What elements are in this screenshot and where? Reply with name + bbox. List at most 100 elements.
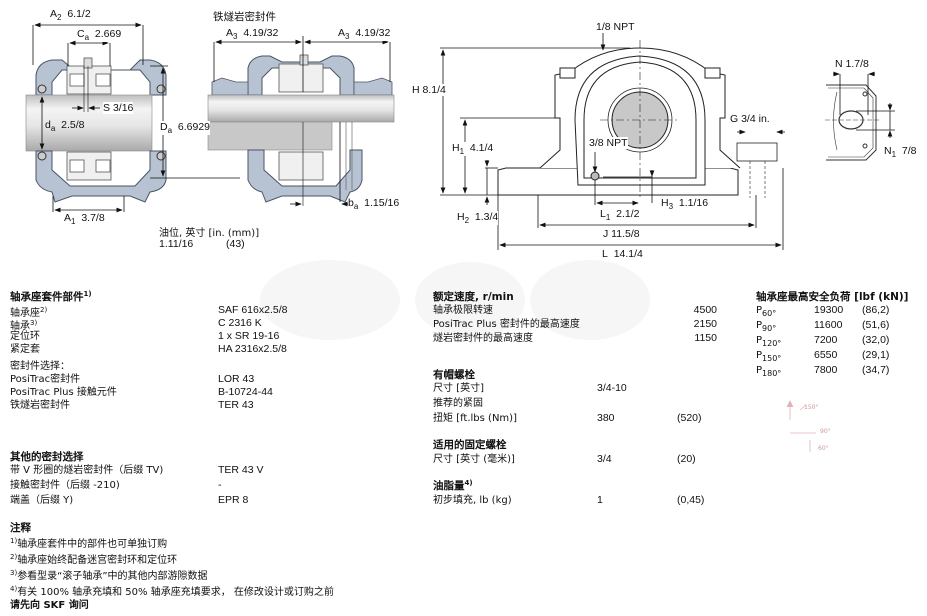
footnote-ref: 1)	[83, 290, 92, 298]
dim-da-outer: Da 6.6929	[160, 121, 211, 135]
dim-value: 8.1/4	[422, 84, 446, 96]
dim-da: da 2.5/8	[45, 119, 85, 133]
note-text: 有关 100% 轴承充填和 50% 轴承座充填要求， 在修改设计或订购之前	[17, 587, 334, 598]
seal-title: 密封件选择：	[10, 361, 70, 372]
dim-symbol: L	[602, 248, 608, 260]
load-symbol: P	[756, 365, 763, 376]
dim-symbol: b	[348, 197, 354, 209]
note-footer: 请先向 SKF 询问	[10, 600, 89, 611]
footnote-ref: 4)	[10, 585, 18, 593]
kit-components-title: 轴承座套件部件1)	[10, 289, 92, 304]
dim-sub: 3	[668, 202, 674, 211]
grease-value: 1	[597, 494, 603, 506]
npt-top-label: 1/8 NPT	[596, 21, 635, 33]
dim-ca: Ca 2.669	[77, 28, 122, 42]
dim-sub: 2	[464, 216, 470, 225]
load-symbol: P	[756, 335, 763, 346]
attachment-bolts-title: 适用的固定螺栓	[433, 439, 507, 451]
note-item: 3)参看型录“滚子轴承”中的其他内部游隙数据	[10, 567, 334, 583]
row-value: TER 43	[218, 399, 254, 411]
dim-ba: ba 1.15/16	[348, 197, 400, 211]
max-load-title: 轴承座最高安全负荷 [lbf (kN)]	[756, 291, 909, 303]
load-symbol: P	[756, 320, 763, 331]
side-detail-drawing	[825, 71, 895, 161]
row-label: 接触密封件（后缀 -210)	[10, 480, 120, 491]
dim-value: 1.7/8	[845, 58, 869, 70]
dim-sub: 2	[57, 13, 62, 22]
dim-h1: H1 4.1/4	[452, 142, 494, 156]
dim-n: N 1.7/8	[835, 58, 869, 70]
load-direction-diagram	[786, 400, 816, 452]
row-value: -	[218, 479, 222, 491]
dim-symbol: H	[661, 197, 669, 209]
other-seals-title: 其他的密封选择	[10, 451, 84, 463]
row-label: 带 V 形圈的燧岩密封件（后缀 TV)	[10, 465, 164, 476]
grease-label: 初步填充, lb (kg)	[433, 495, 512, 506]
torque-label-2: 扭矩 [ft.lbs (Nm)]	[433, 413, 517, 424]
dim-value: 2.5/8	[61, 119, 85, 131]
row-value: LOR 43	[218, 373, 255, 385]
footnote-ref: 3)	[30, 319, 38, 327]
cap-bolt-size-value: 3/4-10	[597, 382, 627, 394]
load-row: P120° 7200 (32,0)	[756, 334, 926, 349]
load-value: 7800	[814, 364, 838, 376]
dim-h: H 8.1/4	[412, 84, 446, 96]
dim-a3-right: A3 4.19/32	[338, 27, 391, 41]
housing-bottom-left	[35, 150, 167, 203]
row-value: TER 43 V	[218, 464, 264, 476]
oil-level-mm: (43)	[226, 238, 245, 250]
dim-sub: 3	[345, 32, 350, 41]
speed-row: 轴承极限转速 4500	[433, 304, 717, 318]
note-item: 4)有关 100% 轴承充填和 50% 轴承座充填要求， 在修改设计或订购之前	[10, 583, 334, 599]
dim-sub: 1	[459, 147, 465, 156]
watermark	[260, 260, 650, 340]
dim-symbol: A	[226, 27, 234, 39]
load-metric: (29,1)	[862, 349, 890, 361]
load-angle: 180°	[762, 369, 782, 378]
row-value: B-10724-44	[218, 386, 273, 398]
dim-value: 4.1/4	[469, 142, 494, 154]
load-row: P90° 11600 (51,6)	[756, 319, 926, 334]
dim-value: 14.1/4	[613, 248, 643, 260]
dim-value: 3.7/8	[81, 212, 105, 224]
row-label: 端盖（后缀 Y)	[10, 495, 74, 506]
dim-value: 6.1/2	[67, 8, 91, 20]
row-label: 轴承	[10, 321, 30, 332]
dim-a2: A2 6.1/2	[50, 8, 91, 22]
npt-bottom-label: 3/8 NPT	[589, 137, 628, 149]
row-value: 4500	[693, 304, 717, 316]
dim-symbol: d	[45, 119, 51, 131]
note-text: 轴承座套件中的部件也可单独订购	[17, 539, 168, 550]
load-symbol: P	[756, 305, 763, 316]
load-row: P180° 7800 (34,7)	[756, 364, 926, 379]
footnote-ref: 3)	[10, 569, 18, 577]
footnote-ref: 1)	[10, 537, 18, 545]
dim-value: 1.3/4	[474, 211, 499, 223]
dim-symbol: A	[64, 212, 72, 224]
dim-symbol: G	[730, 113, 739, 125]
attachment-size-label: 尺寸 [英寸 (毫米)]	[433, 454, 515, 465]
rated-speed-title: 额定速度, r/min	[433, 291, 514, 303]
dim-sub: 3	[233, 32, 238, 41]
dim-symbol: H	[412, 84, 420, 96]
seal-row: PosiTrac Plus 接触元件 B-10724-44	[10, 386, 310, 399]
row-value: SAF 616x2.5/8	[218, 304, 288, 316]
dim-symbol: H	[457, 211, 465, 223]
load-angle: 90°	[762, 324, 777, 333]
dim-a3-left: A3 4.19/32	[226, 27, 279, 41]
dim-symbol: C	[77, 28, 85, 40]
torque-metric: (520)	[677, 412, 702, 424]
row-label: 铁燧岩密封件	[10, 400, 70, 411]
housing-top-mid	[247, 55, 355, 96]
dim-value: 4.19/32	[243, 27, 279, 39]
grease-metric: (0,45)	[677, 494, 705, 506]
row-label: 轴承座	[10, 308, 40, 319]
cap-bolts-title: 有帽螺栓	[433, 369, 475, 381]
note-text: 参看型录“滚子轴承”中的其他内部游隙数据	[17, 571, 208, 582]
row-value: 1150	[694, 332, 717, 344]
row-value: 2150	[693, 318, 717, 330]
dim-value: 2.1/2	[616, 208, 640, 220]
section-title: 轴承座套件部件	[10, 291, 84, 303]
dim-l1: L1 2.1/2	[600, 208, 640, 222]
dim-h2: H2 1.3/4	[457, 211, 499, 225]
